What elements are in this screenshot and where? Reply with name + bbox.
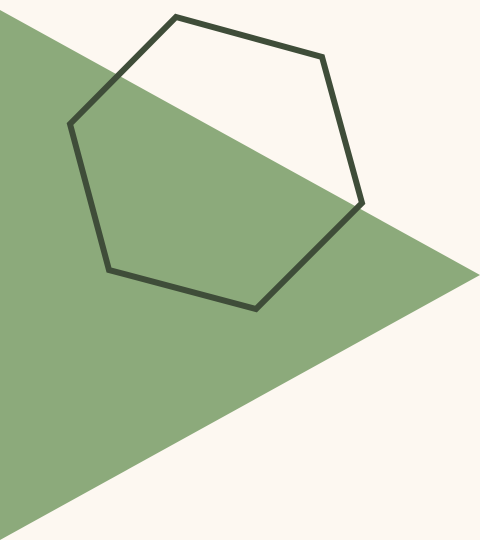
triangle-shape <box>0 10 480 540</box>
hexagon-outline <box>66 13 366 313</box>
